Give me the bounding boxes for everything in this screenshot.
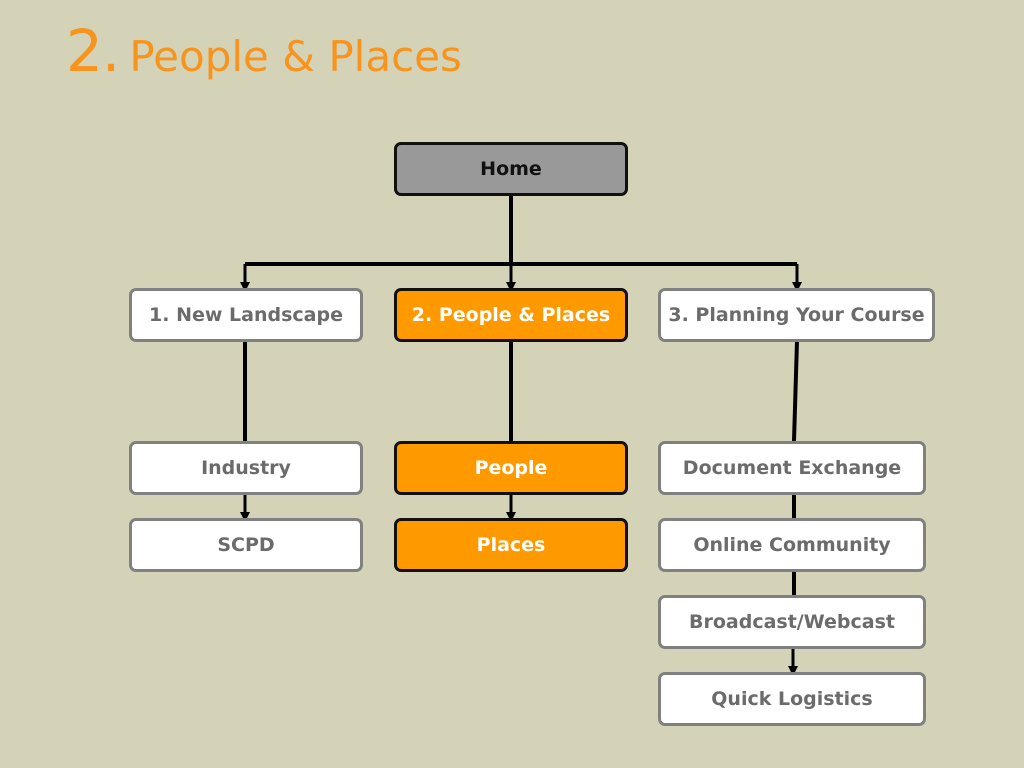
node-broadcast-webcast-label: Broadcast/Webcast (689, 611, 895, 633)
node-scpd-label: SCPD (217, 534, 275, 556)
node-people-and-places[interactable]: 2. People & Places (394, 288, 628, 342)
node-places[interactable]: Places (394, 518, 628, 572)
node-planning-your-course[interactable]: 3. Planning Your Course (658, 288, 935, 342)
node-people-label: People (474, 457, 548, 479)
slide-title: 2.People & Places (66, 22, 462, 80)
node-online-community-label: Online Community (693, 534, 891, 556)
node-new-landscape-label: 1. New Landscape (149, 304, 343, 326)
node-online-community[interactable]: Online Community (658, 518, 926, 572)
node-planning-your-course-label: 3. Planning Your Course (668, 304, 925, 326)
node-broadcast-webcast[interactable]: Broadcast/Webcast (658, 595, 926, 649)
node-industry[interactable]: Industry (129, 441, 363, 495)
connector-section-3-column (792, 340, 799, 442)
node-document-exchange[interactable]: Document Exchange (658, 441, 926, 495)
node-quick-logistics-label: Quick Logistics (711, 688, 873, 710)
node-places-label: Places (476, 534, 546, 556)
node-home-label: Home (480, 158, 542, 180)
title-text: People & Places (129, 32, 462, 81)
node-quick-logistics[interactable]: Quick Logistics (658, 672, 926, 726)
node-new-landscape[interactable]: 1. New Landscape (129, 288, 363, 342)
node-scpd[interactable]: SCPD (129, 518, 363, 572)
node-document-exchange-label: Document Exchange (682, 457, 902, 479)
node-industry-label: Industry (201, 457, 291, 479)
node-people[interactable]: People (394, 441, 628, 495)
node-home[interactable]: Home (394, 142, 628, 196)
title-number: 2. (66, 17, 120, 85)
node-people-and-places-label: 2. People & Places (411, 304, 611, 326)
